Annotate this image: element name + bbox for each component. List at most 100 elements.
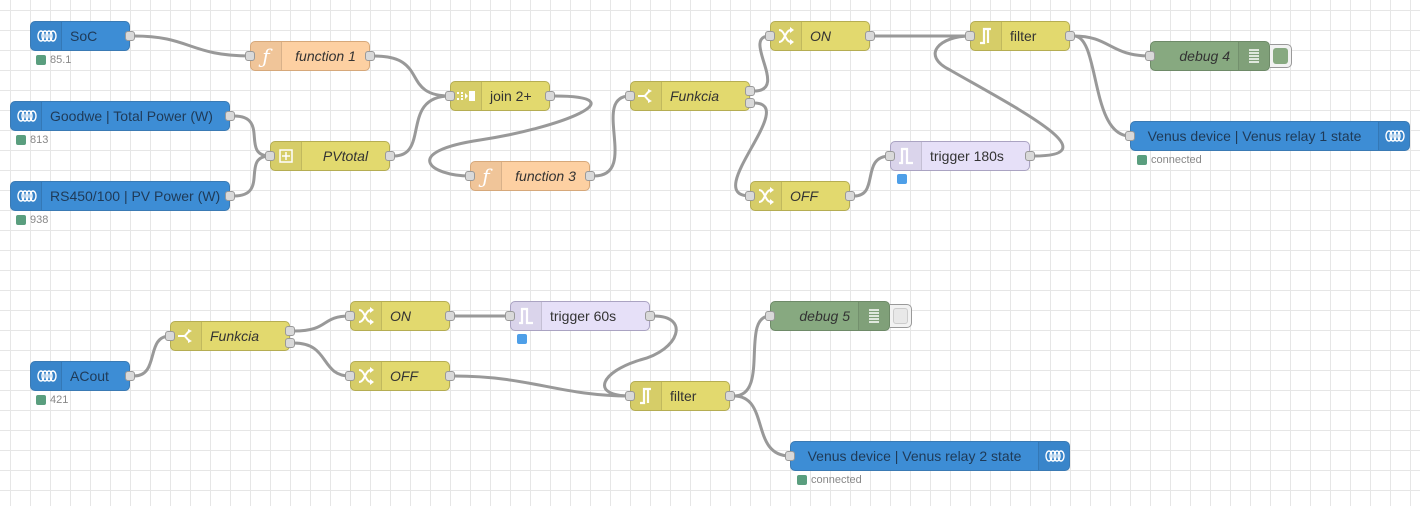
- output-port-1[interactable]: [285, 326, 295, 336]
- output-port[interactable]: [725, 391, 735, 401]
- input-port[interactable]: [745, 191, 755, 201]
- victron-icon: [11, 102, 42, 130]
- output-port[interactable]: [125, 371, 135, 381]
- output-port-1[interactable]: [745, 86, 755, 96]
- join-icon: [451, 82, 482, 110]
- node-rs450[interactable]: RS450/100 | PV Power (W): [10, 181, 235, 211]
- node-status: 85.1: [36, 54, 71, 66]
- calculator-icon: [271, 142, 302, 170]
- output-port[interactable]: [365, 51, 375, 61]
- function-icon: ƒ: [251, 42, 282, 70]
- wire-trigger180-filter1: [933, 34, 1065, 158]
- node-label: RS450/100 | PV Power (W): [50, 188, 221, 204]
- node-filter-2[interactable]: filter: [625, 381, 735, 411]
- victron-icon: [1038, 442, 1069, 470]
- node-label: Venus device | Venus relay 1 state: [1147, 128, 1362, 144]
- node-trigger-60s[interactable]: trigger 60s: [505, 301, 655, 331]
- node-label: ON: [390, 308, 411, 324]
- node-function-3[interactable]: ƒ function 3: [465, 161, 595, 191]
- output-port[interactable]: [545, 91, 555, 101]
- node-on-2[interactable]: ON: [345, 301, 455, 331]
- input-port[interactable]: [1125, 131, 1135, 141]
- victron-icon: [1378, 122, 1409, 150]
- input-port[interactable]: [245, 51, 255, 61]
- output-port[interactable]: [1025, 151, 1035, 161]
- input-port[interactable]: [345, 311, 355, 321]
- node-debug-5[interactable]: debug 5: [765, 301, 912, 331]
- output-port[interactable]: [845, 191, 855, 201]
- input-port[interactable]: [785, 451, 795, 461]
- debug-toggle-button[interactable]: [1270, 44, 1292, 68]
- output-port-2[interactable]: [285, 338, 295, 348]
- output-port[interactable]: [125, 31, 135, 41]
- node-label: ACout: [70, 368, 109, 384]
- input-port[interactable]: [505, 311, 515, 321]
- node-venus-relay-2[interactable]: Venus device | Venus relay 2 state: [785, 441, 1070, 471]
- node-funkcia-2[interactable]: Funkcia: [165, 321, 295, 351]
- status-text: 421: [50, 394, 69, 406]
- status-dot: [1137, 155, 1147, 165]
- input-port[interactable]: [625, 91, 635, 101]
- node-off-2[interactable]: OFF: [345, 361, 455, 391]
- node-label: OFF: [790, 188, 818, 204]
- node-filter-1[interactable]: filter: [965, 21, 1075, 51]
- output-port[interactable]: [645, 311, 655, 321]
- node-status: connected: [1137, 154, 1202, 166]
- input-port[interactable]: [165, 331, 175, 341]
- victron-icon: [11, 182, 42, 210]
- input-port[interactable]: [445, 91, 455, 101]
- node-join[interactable]: join 2+: [445, 81, 555, 111]
- node-function-1[interactable]: ƒ function 1: [245, 41, 375, 71]
- trigger-icon: [511, 302, 542, 330]
- node-label: function 1: [295, 48, 356, 64]
- node-label: trigger 60s: [550, 308, 617, 324]
- output-port-2[interactable]: [745, 98, 755, 108]
- input-port[interactable]: [345, 371, 355, 381]
- wire-filter1-relay1: [1073, 34, 1131, 138]
- debug-list-icon: [858, 302, 889, 330]
- input-port[interactable]: [625, 391, 635, 401]
- output-port[interactable]: [445, 311, 455, 321]
- status-dot: [797, 475, 807, 485]
- function-icon: ƒ: [471, 162, 502, 190]
- output-port[interactable]: [865, 31, 875, 41]
- node-goodwe[interactable]: Goodwe | Total Power (W): [10, 101, 235, 131]
- input-port[interactable]: [265, 151, 275, 161]
- output-port[interactable]: [585, 171, 595, 181]
- input-port[interactable]: [465, 171, 475, 181]
- wire-filter1-debug4: [1073, 34, 1151, 58]
- wire-goodwe-pvtotal: [233, 114, 271, 158]
- node-label: join 2+: [490, 88, 532, 104]
- node-debug-4[interactable]: debug 4: [1145, 41, 1292, 71]
- node-status: 938: [16, 214, 48, 226]
- victron-icon: [31, 362, 62, 390]
- node-pvtotal[interactable]: PVtotal: [265, 141, 395, 171]
- wire-off1-trigger180: [853, 154, 891, 198]
- node-acout[interactable]: ACout: [30, 361, 135, 391]
- node-trigger-180s[interactable]: trigger 180s: [885, 141, 1035, 171]
- wire-soc-function1: [133, 34, 251, 58]
- switch-icon: [631, 82, 662, 110]
- wire-rs450-pvtotal: [233, 154, 271, 198]
- wire-filter2-relay2: [733, 394, 791, 458]
- input-port[interactable]: [765, 31, 775, 41]
- input-port[interactable]: [885, 151, 895, 161]
- output-port[interactable]: [225, 111, 235, 121]
- node-label: function 3: [515, 168, 576, 184]
- input-port[interactable]: [765, 311, 775, 321]
- node-off-1[interactable]: OFF: [745, 181, 855, 211]
- node-status: [897, 174, 911, 184]
- output-port[interactable]: [225, 191, 235, 201]
- status-text: 813: [30, 134, 49, 146]
- node-label: Venus device | Venus relay 2 state: [807, 448, 1022, 464]
- input-port[interactable]: [965, 31, 975, 41]
- node-soc[interactable]: SoC: [30, 21, 135, 51]
- output-port[interactable]: [445, 371, 455, 381]
- input-port[interactable]: [1145, 51, 1155, 61]
- node-venus-relay-1[interactable]: Venus device | Venus relay 1 state: [1125, 121, 1410, 151]
- output-port[interactable]: [385, 151, 395, 161]
- debug-toggle-button[interactable]: [890, 304, 912, 328]
- node-on-1[interactable]: ON: [765, 21, 875, 51]
- output-port[interactable]: [1065, 31, 1075, 41]
- node-funkcia-1[interactable]: Funkcia: [625, 81, 755, 111]
